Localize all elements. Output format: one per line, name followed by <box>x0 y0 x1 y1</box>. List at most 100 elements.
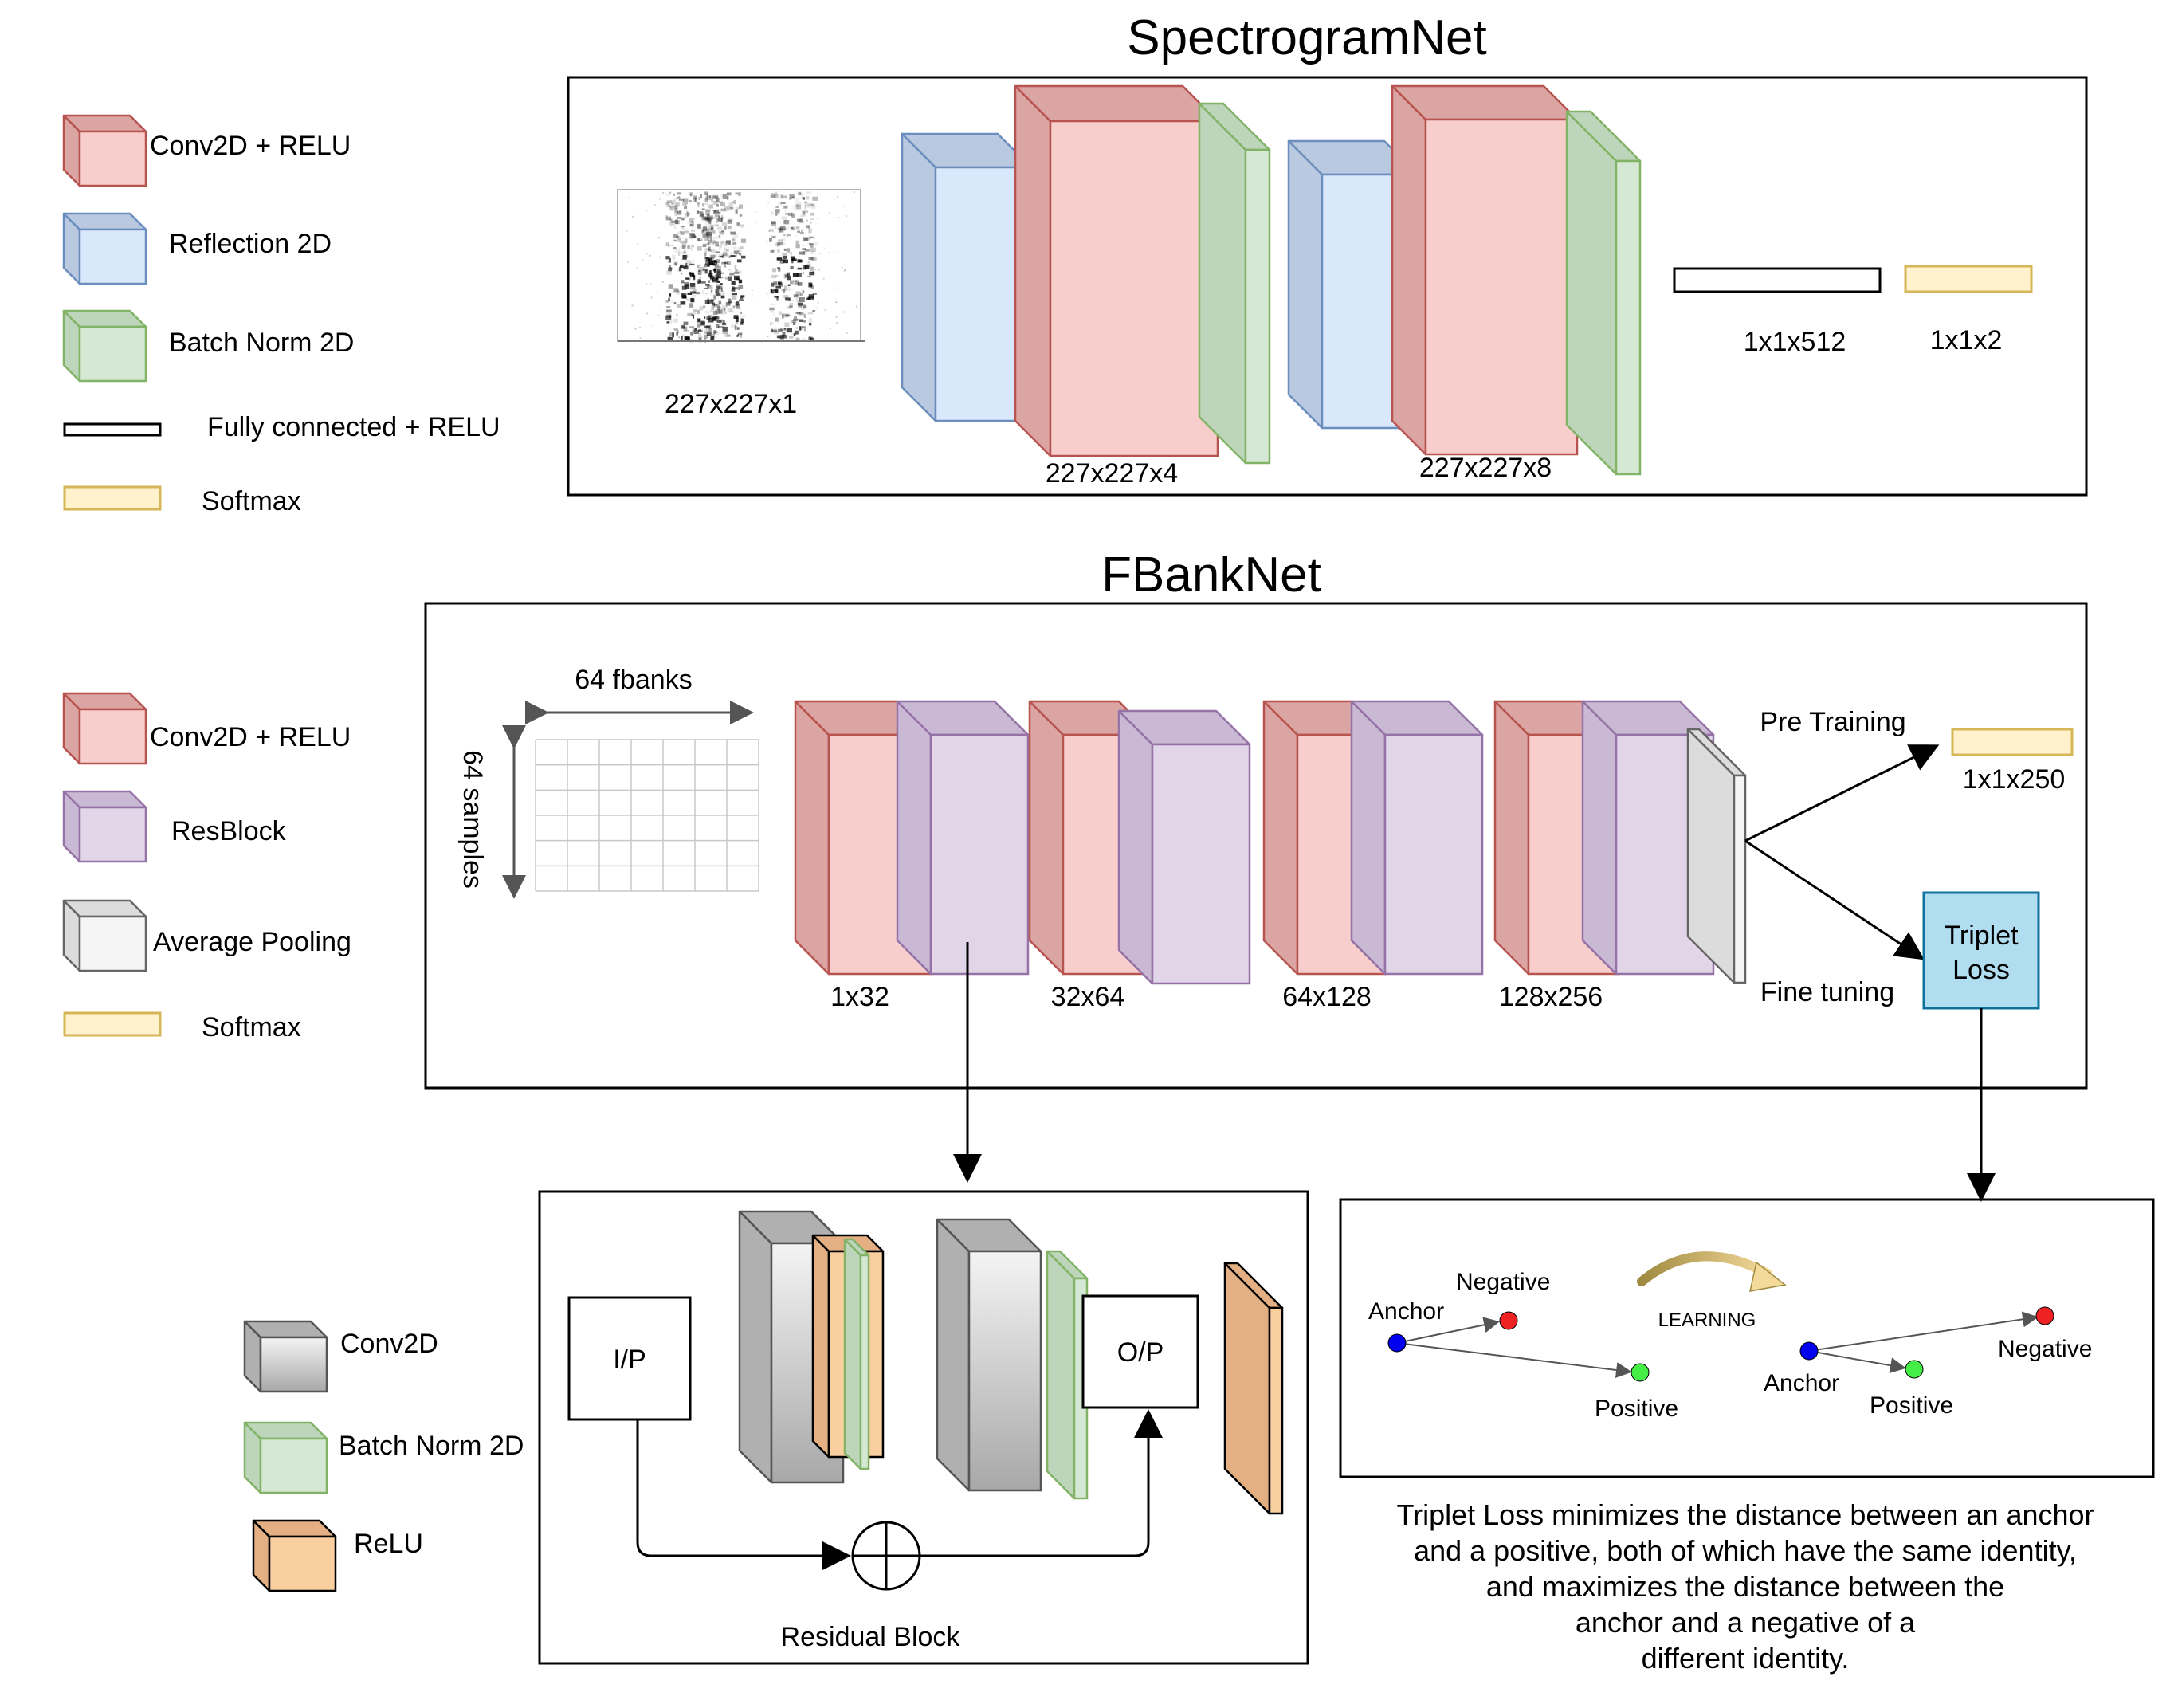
spectrogram-speck <box>784 210 787 213</box>
spectrogram-speck <box>708 299 714 304</box>
spectrogram-speck <box>784 322 790 327</box>
spectrogram-speck <box>683 198 689 202</box>
spectrogram-speck <box>734 325 737 330</box>
spectrogram-speck <box>795 332 798 334</box>
spectrogram-speck <box>727 254 732 257</box>
stage-label-3: 64x128 <box>1282 982 1372 1012</box>
spectrogram-speck <box>704 202 708 205</box>
spectrogram-speck <box>710 336 715 340</box>
spectrogram-speck <box>693 195 697 200</box>
spectrogram-speck <box>716 218 721 222</box>
spectrogram-speck <box>669 318 672 321</box>
cube-side-face <box>1117 709 1154 985</box>
spectrogram-speck <box>780 202 786 204</box>
spectrogram-speck <box>692 328 696 332</box>
spectrogram-speck <box>729 207 734 210</box>
spectrogram-speck <box>809 243 814 245</box>
spectrogram-fc-layer <box>1673 267 1882 293</box>
spectrogram-speck <box>728 202 733 207</box>
spectrogram-speck <box>668 204 671 209</box>
spectrogram-speck <box>806 196 810 200</box>
spectrogram-speck <box>658 198 661 201</box>
spectrogram-speck <box>710 305 716 309</box>
spectrogram-speck <box>792 197 794 198</box>
spectrogram-speck <box>719 231 724 234</box>
spectrogram-speck <box>809 271 815 276</box>
spectrogram-speck <box>732 308 735 311</box>
spectrogram-speck <box>791 213 795 218</box>
spectrogram-speck <box>729 271 735 274</box>
spectrogram-speck <box>724 312 727 315</box>
spectrogram-speck <box>694 328 697 331</box>
spectrogram-speck <box>778 268 781 272</box>
spectrogram-net-section: SpectrogramNet Conv2D + RELU Reflection … <box>62 10 2088 516</box>
spectrogram-speck <box>802 210 805 215</box>
spectrogram-speck <box>693 258 695 263</box>
spectrogram-speck <box>774 194 779 198</box>
spectrogram-speck <box>781 289 787 292</box>
spectrogram-speck <box>736 317 739 322</box>
spectrogram-speck <box>705 232 709 238</box>
spectrogram-speck <box>787 328 792 333</box>
spectrogram-speck <box>673 239 677 242</box>
spectrogram-speck <box>687 312 692 316</box>
residual-conv2d-layer-2 <box>936 1218 1042 1492</box>
legend-avgpool-swatch <box>62 899 147 972</box>
spectrogram-speck <box>783 256 787 259</box>
spectrogram-speck <box>697 270 702 275</box>
spectrogram-speck <box>717 309 723 314</box>
spectrogram-speck <box>799 203 801 206</box>
spectrogram-speck <box>712 278 714 281</box>
cube-side-face <box>738 1210 773 1484</box>
spectrogram-speck <box>767 336 769 338</box>
spectrogram-speck <box>740 295 745 298</box>
spectrogram-speck <box>717 201 723 204</box>
cube-side-face <box>1287 139 1324 430</box>
spectrogram-speck <box>782 252 787 257</box>
legend-softmax-label: Softmax <box>202 486 301 516</box>
spectrogram-speck <box>678 336 680 339</box>
spectrogram-speck <box>697 330 703 332</box>
spectrogram-speck <box>720 293 724 298</box>
spectrogram-speck <box>780 194 783 199</box>
cube-front-face <box>1615 159 1642 476</box>
spectrogram-speck <box>682 201 686 206</box>
spectrogram-speck <box>659 256 661 258</box>
spectrogram-speck <box>706 218 711 223</box>
spectrogram-speck <box>777 267 781 269</box>
spectrogram-speck <box>811 249 814 253</box>
spectrogram-speck <box>709 220 712 223</box>
spectrogram-speck <box>681 257 684 259</box>
spectrogram-speck <box>842 206 845 208</box>
spectrogram-speck <box>697 238 700 241</box>
spectrogram-speck <box>810 204 816 209</box>
spectrogram-speck <box>824 309 826 312</box>
spectrogram-speck <box>786 276 791 281</box>
spectrogram-speck <box>808 257 814 261</box>
spectrogram-speck <box>682 254 689 258</box>
spectrogram-speck <box>700 281 706 284</box>
spectrogram-speck <box>783 313 789 318</box>
spectrogram-speck <box>732 241 737 245</box>
spectrogram-speck <box>804 305 807 308</box>
spectrogram-speck <box>708 240 712 244</box>
spectrogram-speck <box>691 312 697 315</box>
addition-node <box>851 1521 921 1591</box>
anchor-label-before: Anchor <box>1368 1298 1444 1325</box>
spectrogram-speck <box>777 239 783 241</box>
output-label: O/P <box>1117 1337 1164 1368</box>
spectrogram-speck <box>720 215 724 221</box>
spectrogram-speck <box>782 332 786 337</box>
spectrogram-speck <box>799 293 803 296</box>
cube-top-face <box>62 899 147 918</box>
spectrogram-speck <box>661 281 664 283</box>
spectrogram-speck <box>701 216 707 220</box>
spectrogram-speck <box>702 208 705 210</box>
spectrogram-speck <box>791 222 794 225</box>
spectrogram-speck <box>693 289 697 293</box>
legend-batchnorm-swatch <box>243 1421 328 1494</box>
spectrogram-speck <box>689 272 691 276</box>
spectrogram-speck <box>728 255 731 258</box>
cube-front-face <box>1424 118 1579 456</box>
spectrogram-speck <box>627 261 630 264</box>
